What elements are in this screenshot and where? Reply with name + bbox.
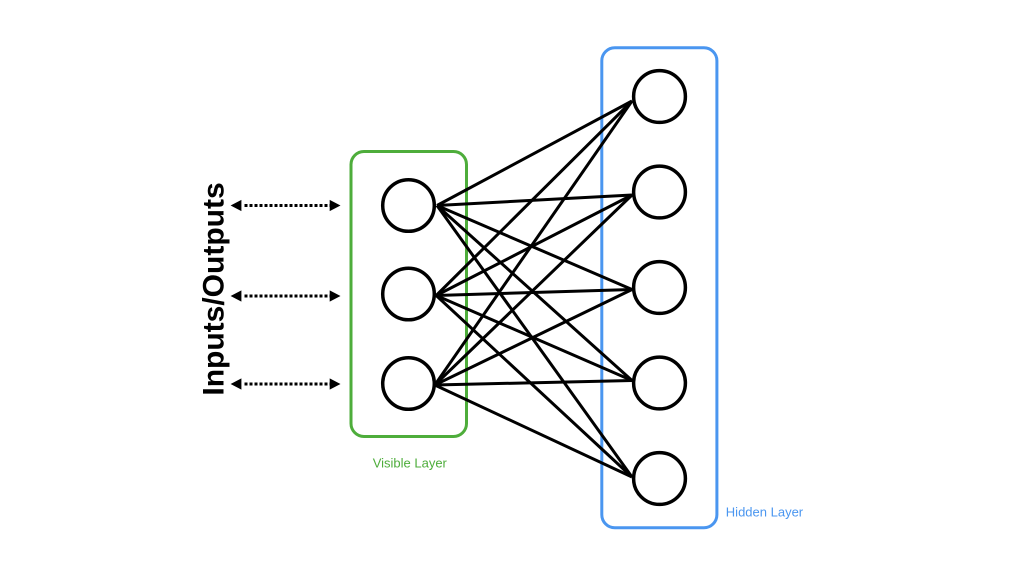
svg-text:Visible Layer: Visible Layer [373, 456, 448, 471]
svg-text:Hidden Layer: Hidden Layer [726, 505, 804, 520]
svg-text:Inputs/Outputs: Inputs/Outputs [198, 182, 231, 395]
